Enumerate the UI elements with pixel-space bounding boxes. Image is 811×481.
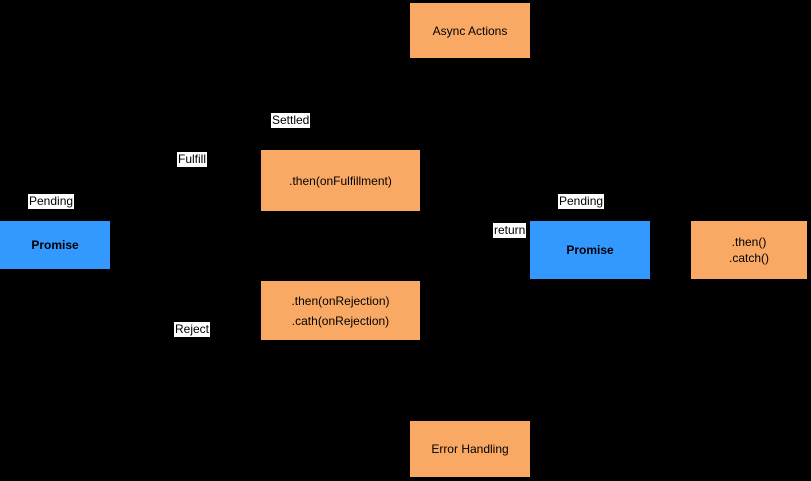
node-then-catch-line1: .then() xyxy=(731,235,767,249)
node-promise-right: Promise xyxy=(530,221,650,279)
node-async-actions-label: Async Actions xyxy=(432,23,508,38)
node-then-onrejection-line2: .cath(onRejection) xyxy=(291,313,390,328)
node-promise-left-label: Promise xyxy=(31,238,79,252)
node-then-onfulfillment-label: .then(onFulfillment) xyxy=(289,173,392,188)
node-then-onrejection-line1: .then(onRejection) xyxy=(291,293,390,308)
node-promise-right-label: Promise xyxy=(566,243,614,257)
edge-label-return: return xyxy=(493,223,527,238)
edge-label-fulfill: Fulfill xyxy=(177,152,208,167)
node-then-onfulfillment: .then(onFulfillment) xyxy=(261,150,420,211)
edge-label-pending-left: Pending xyxy=(28,194,75,209)
node-promise-left: Promise xyxy=(0,221,110,269)
edge-label-settled: Settled xyxy=(271,113,311,128)
node-error-handling-label: Error Handling xyxy=(431,442,509,456)
node-then-onrejection: .then(onRejection) .cath(onRejection) xyxy=(261,281,420,340)
edge-label-pending-right: Pending xyxy=(558,194,605,209)
node-async-actions: Async Actions xyxy=(410,3,530,58)
node-then-catch-line2: .catch() xyxy=(728,251,769,265)
node-then-catch: .then() .catch() xyxy=(691,221,807,279)
node-error-handling: Error Handling xyxy=(410,421,530,477)
edge-label-reject: Reject xyxy=(174,322,211,337)
